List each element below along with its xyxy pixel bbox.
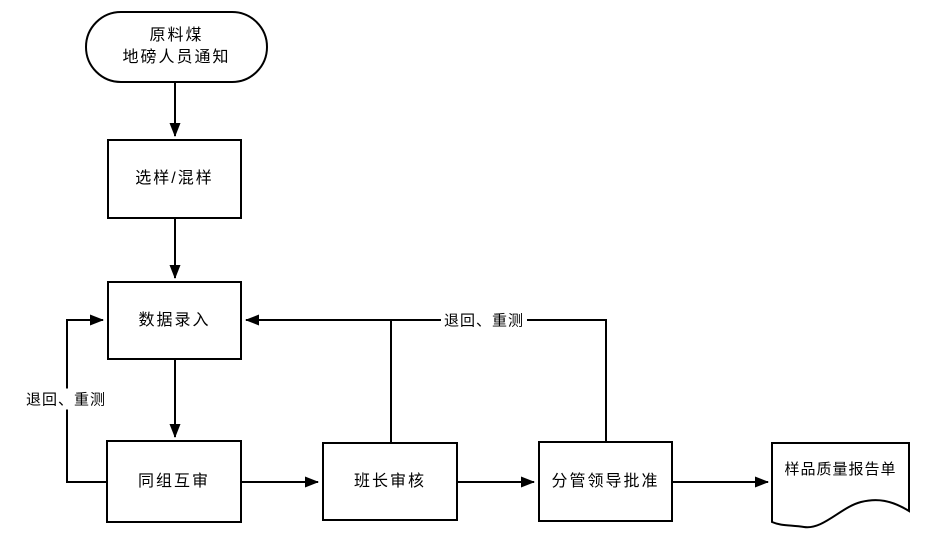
start-label-line1: 原料煤 (149, 27, 204, 44)
node-leader-approval: 分管领导批准 (538, 441, 673, 522)
foreman-review-label: 班长审核 (353, 472, 426, 490)
node-start-terminator: 原料煤 地磅人员通知 (85, 11, 268, 83)
report-label: 样品质量报告单 (784, 461, 897, 478)
data-entry-label: 数据录入 (138, 311, 211, 329)
leader-approval-label: 分管领导批准 (551, 472, 660, 490)
left-feedback-edge-label: 退回、重测 (22, 388, 110, 410)
node-data-entry: 数据录入 (107, 281, 242, 360)
node-foreman-review: 班长审核 (322, 442, 458, 521)
node-peer-review: 同组互审 (106, 440, 242, 523)
edge-leader-approval-feedback-to-data-entry (245, 314, 607, 441)
start-label-line2: 地磅人员通知 (122, 49, 231, 66)
document-shape-icon (771, 442, 910, 529)
peer-review-label: 同组互审 (137, 472, 210, 490)
sampling-label: 选样/混样 (135, 170, 214, 187)
top-feedback-edge-label: 退回、重测 (440, 309, 528, 331)
node-report-document: 样品质量报告单 (771, 442, 910, 532)
node-sampling: 选样/混样 (107, 139, 242, 219)
